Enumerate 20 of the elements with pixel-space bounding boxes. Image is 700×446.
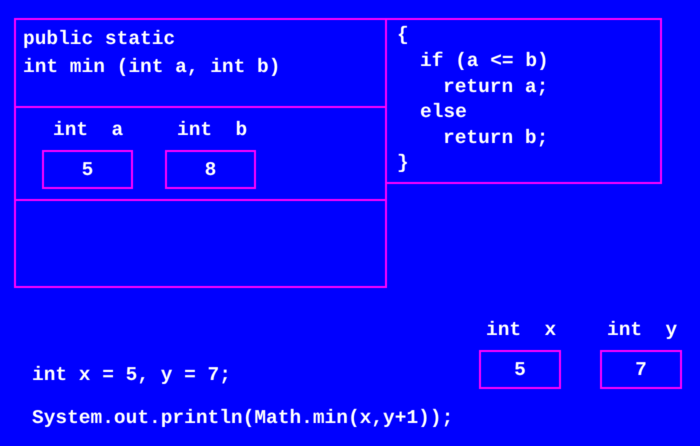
code-statement: System.out.println(Math.min(x,y+1)); — [32, 406, 454, 431]
variable-label: int y — [607, 318, 678, 343]
value-box: 8 — [165, 150, 256, 189]
code-line: if (a <= b) — [420, 49, 549, 74]
code-block — [385, 18, 662, 184]
code-line: else — [420, 100, 467, 125]
method-signature: public static — [23, 27, 176, 52]
value-box: 5 — [479, 350, 561, 389]
variable-label: int x — [486, 318, 556, 343]
value-box: 5 — [42, 150, 133, 189]
code-line: { — [397, 23, 409, 48]
value-box: 7 — [600, 350, 682, 389]
variable-label: int a — [53, 118, 124, 143]
code-statement: int x = 5, y = 7; — [32, 363, 231, 388]
code-line: return b; — [443, 126, 548, 151]
code-line: return a; — [443, 75, 548, 100]
code-line: } — [397, 151, 409, 176]
method-signature: int min (int a, int b) — [23, 55, 280, 80]
method-frame — [14, 18, 387, 288]
variable-label: int b — [177, 118, 248, 143]
